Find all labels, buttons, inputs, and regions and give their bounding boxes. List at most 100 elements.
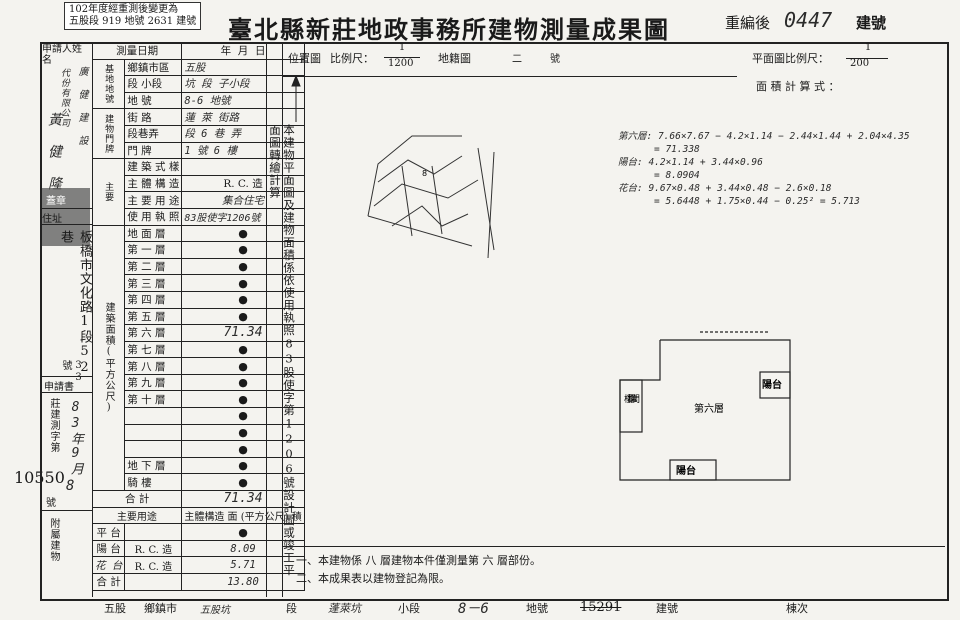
footer-subsection-value: 蓬萊坑: [328, 602, 361, 615]
doc-number-label: 號: [46, 498, 56, 509]
attached-struct: [124, 573, 183, 591]
applicant-company-name: 廣 健 建 設: [76, 66, 87, 146]
left-margin-number: 10550: [14, 468, 65, 487]
location-scale-label: 比例尺：: [330, 52, 374, 65]
floor-name: [124, 423, 183, 442]
base-row-value: 五股: [181, 58, 305, 77]
attached-use: 花 台: [91, 556, 126, 574]
calc-line: = 71.338: [654, 144, 700, 155]
parcel-number: 8: [422, 169, 427, 178]
location-map-label: 位置圖: [288, 52, 321, 65]
note-1: 一、本建物係 八 層建物本件僅測量第 六 層部份。: [296, 554, 541, 567]
door-row-label: 街 路: [124, 108, 183, 126]
floor-name: 第 八 層: [124, 357, 183, 375]
survey-date-label: 測量日期: [91, 42, 183, 60]
room-label-sixth-floor: 第六層: [694, 402, 724, 415]
total-label: 合 計: [91, 490, 183, 508]
applicant-label: 申請人姓名: [42, 44, 82, 66]
base-row-label: 鄉鎮市區: [124, 58, 183, 77]
attached-use: 陽 台: [91, 539, 126, 558]
room-label-balcony-east: 陽台: [762, 378, 782, 391]
location-map-drawing: 8: [291, 76, 495, 259]
attached-area: 13.80: [181, 573, 305, 591]
plan-scale-den: 200: [850, 58, 870, 69]
address-label: 住址: [42, 214, 62, 225]
main-row-label: 主 體 構 造: [124, 174, 183, 193]
doc-number-value: 8: [66, 478, 75, 494]
floor-name: 第 四 層: [124, 290, 183, 309]
area-label: 建築面積(平方公尺): [91, 224, 126, 492]
base-row-value: 坑 段 子小段: [181, 75, 305, 93]
footer-unit-label: 棟次: [786, 602, 808, 615]
room-label-balcony-south: 陽台: [676, 464, 696, 477]
application-doc-value: 莊建測字第: [48, 398, 59, 453]
area-calc-label: 面 積 計 算 式 ：: [756, 80, 840, 93]
footer-building-label: 建號: [656, 602, 678, 615]
floor-name: [124, 407, 183, 425]
footer-district-label: 鄉鎮市: [144, 602, 177, 615]
floor-name: 第 五 層: [124, 307, 183, 326]
revision-stamp: 102年度經重測後變更為 五股段 919 地號 2631 建號: [64, 2, 202, 30]
location-scale-num: 1: [398, 42, 406, 53]
main-label: 主要: [91, 158, 126, 226]
floor-name: 第 九 層: [124, 373, 183, 392]
attached-head-struct: 主體構造: [184, 511, 225, 523]
total-value: 71.34: [181, 490, 305, 508]
plan-scale-num: 1: [864, 42, 872, 53]
year-label: 年: [220, 45, 232, 58]
floor-name: 第 六 層: [124, 324, 183, 342]
renumber-label: 重編後: [725, 14, 771, 32]
main-row-label: 使 用 執 照: [124, 207, 183, 226]
applicant-column: 申請人姓名 廣 健 建 設 代份有限公司 黃 健 隆 蓋章 住址 板橋市文化路1…: [40, 42, 93, 597]
survey-date-fields: 年 月 日: [181, 42, 305, 60]
attached-struct: R. C. 造: [124, 539, 183, 558]
floor-name: 地 下 層: [124, 456, 183, 475]
revision-stamp-line1: 102年度經重測後變更為: [69, 4, 179, 15]
balcony-east: [759, 371, 791, 399]
base-row-label: 段 小段: [124, 75, 183, 93]
door-label: 建物門牌: [91, 108, 126, 160]
main-row-label: 建 築 式 樣: [124, 158, 183, 176]
address-value: 板橋市文化路1段52巷: [58, 230, 92, 376]
balcony-south: [669, 459, 717, 481]
renumber-value: 0447: [784, 8, 833, 32]
attached-head-use: 主要用途: [92, 506, 183, 525]
floor-plan-drawing: 第六層 樓梯間 陽台 陽台: [619, 331, 791, 481]
floor-name: 第 七 層: [124, 340, 183, 359]
door-row-label: 門 牌: [124, 141, 183, 160]
month-label: 月: [237, 45, 249, 58]
door-row-value: 段 6 巷 弄: [181, 124, 305, 143]
attached-struct: R. C. 造: [124, 556, 183, 574]
application-doc-date: 83年9月: [68, 400, 83, 476]
footer-building-number: 15291: [580, 600, 622, 615]
renumber-suffix: 建號: [856, 14, 887, 32]
floor-name: [124, 440, 183, 458]
parcel-lines: [367, 135, 495, 259]
seal-label: 蓋章: [46, 196, 66, 207]
stair-room: [619, 379, 643, 433]
calc-line: 花台: 9.67×0.48 + 3.44×0.48 − 2.6×0.18: [618, 183, 832, 194]
document-title: 臺北縣新莊地政事務所建物測量成果圖: [228, 15, 670, 44]
seal-stamp-image: [42, 188, 90, 246]
floor-name: 第 二 層: [124, 257, 183, 276]
footer-district: 五股: [104, 602, 126, 615]
plan-scale-label: 平面圖比例尺：: [752, 52, 829, 65]
location-scale-den: 1200: [388, 58, 414, 69]
floor-name: 第 十 層: [124, 390, 183, 409]
revision-stamp-line2: 五股段 919 地號 2631 建號: [69, 16, 197, 27]
floor-name: 地 面 層: [124, 224, 183, 243]
attached-use: 合 計: [91, 573, 126, 591]
attached-building-label: 附屬建物: [48, 518, 59, 562]
applicant-company-type: 代份有限公司: [59, 68, 69, 128]
cadastral-map-number: 二: [512, 54, 522, 65]
calc-line: 陽台: 4.2×1.14 + 3.44×0.96: [618, 157, 763, 168]
footer-section-label: 段: [286, 602, 297, 615]
calc-line: = 5.6448 + 1.75×0.44 − 0.25² = 5.713: [654, 196, 860, 207]
applicant-person: 黃 健 隆: [46, 112, 62, 191]
attached-head-area-text: 面 (平方公尺) 積: [227, 511, 302, 523]
area-calc-formulas: 第六層: 7.66×7.67 − 4.2×1.14 − 2.44×1.44 + …: [618, 130, 910, 208]
floor-name: 騎 樓: [124, 473, 183, 492]
floor-area: 71.34: [181, 324, 305, 342]
floor-name: 第 一 層: [124, 241, 183, 259]
